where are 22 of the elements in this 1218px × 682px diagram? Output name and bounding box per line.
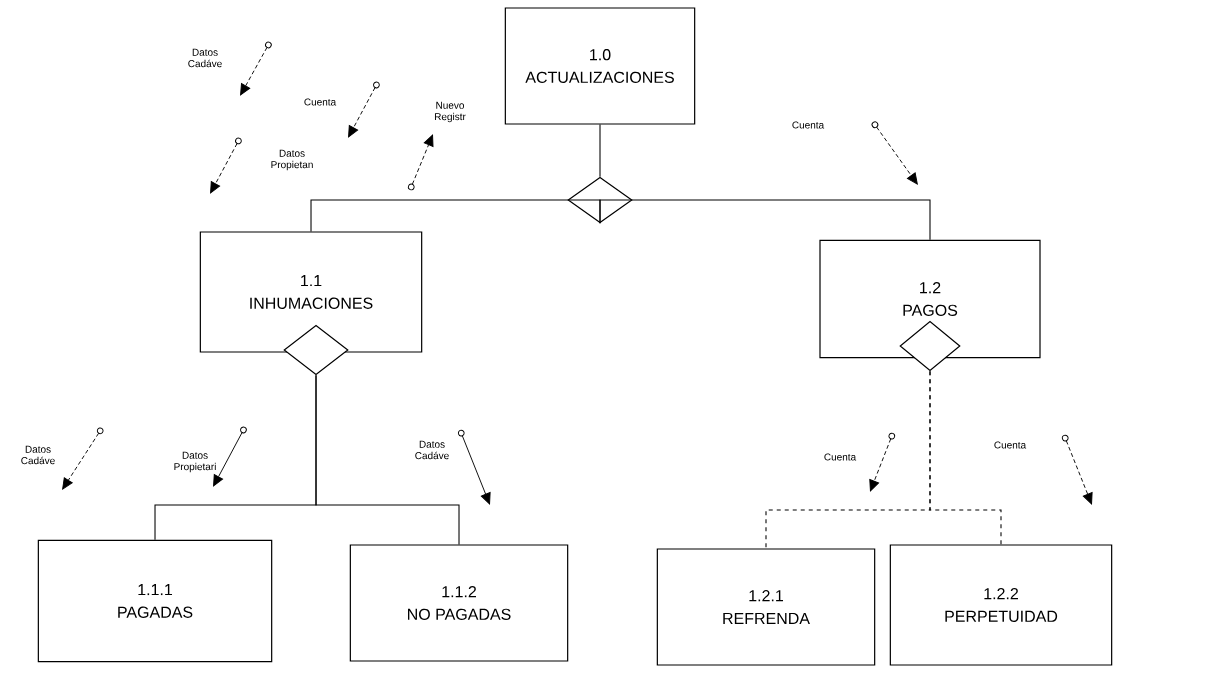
process-box: 1.2.1 REFRENDA bbox=[656, 548, 876, 666]
couple-label: Datos Cadáve bbox=[415, 440, 449, 460]
couple-label: Datos Cadáve bbox=[188, 48, 222, 68]
connector-line bbox=[599, 124, 601, 178]
couple-label: Datos Propietan bbox=[271, 149, 313, 171]
couple-label: Datos Cadáve bbox=[21, 445, 55, 465]
connector-line bbox=[929, 370, 1002, 545]
couple-label: Cuenta bbox=[824, 453, 857, 461]
process-box: 1.1.2 NO PAGADAS bbox=[349, 544, 569, 662]
couple-label: Cuenta bbox=[304, 98, 337, 106]
connector-line bbox=[310, 199, 601, 232]
process-box: 1.0 ACTUALIZACIONES bbox=[504, 7, 696, 125]
decision-diamond bbox=[283, 324, 349, 376]
process-box: 1.1.1 PAGADAS bbox=[37, 539, 273, 663]
couple-label: Datos Propietari bbox=[174, 451, 216, 473]
couple-label: Cuenta bbox=[994, 441, 1027, 449]
couple-label: Cuenta bbox=[792, 121, 825, 129]
decision-diamond bbox=[899, 320, 961, 372]
connector-line bbox=[599, 199, 931, 241]
connector-line bbox=[315, 374, 460, 545]
process-box: 1.2.2 PERPETUIDAD bbox=[889, 544, 1113, 666]
couple-label: Nuevo Registr bbox=[435, 101, 466, 123]
